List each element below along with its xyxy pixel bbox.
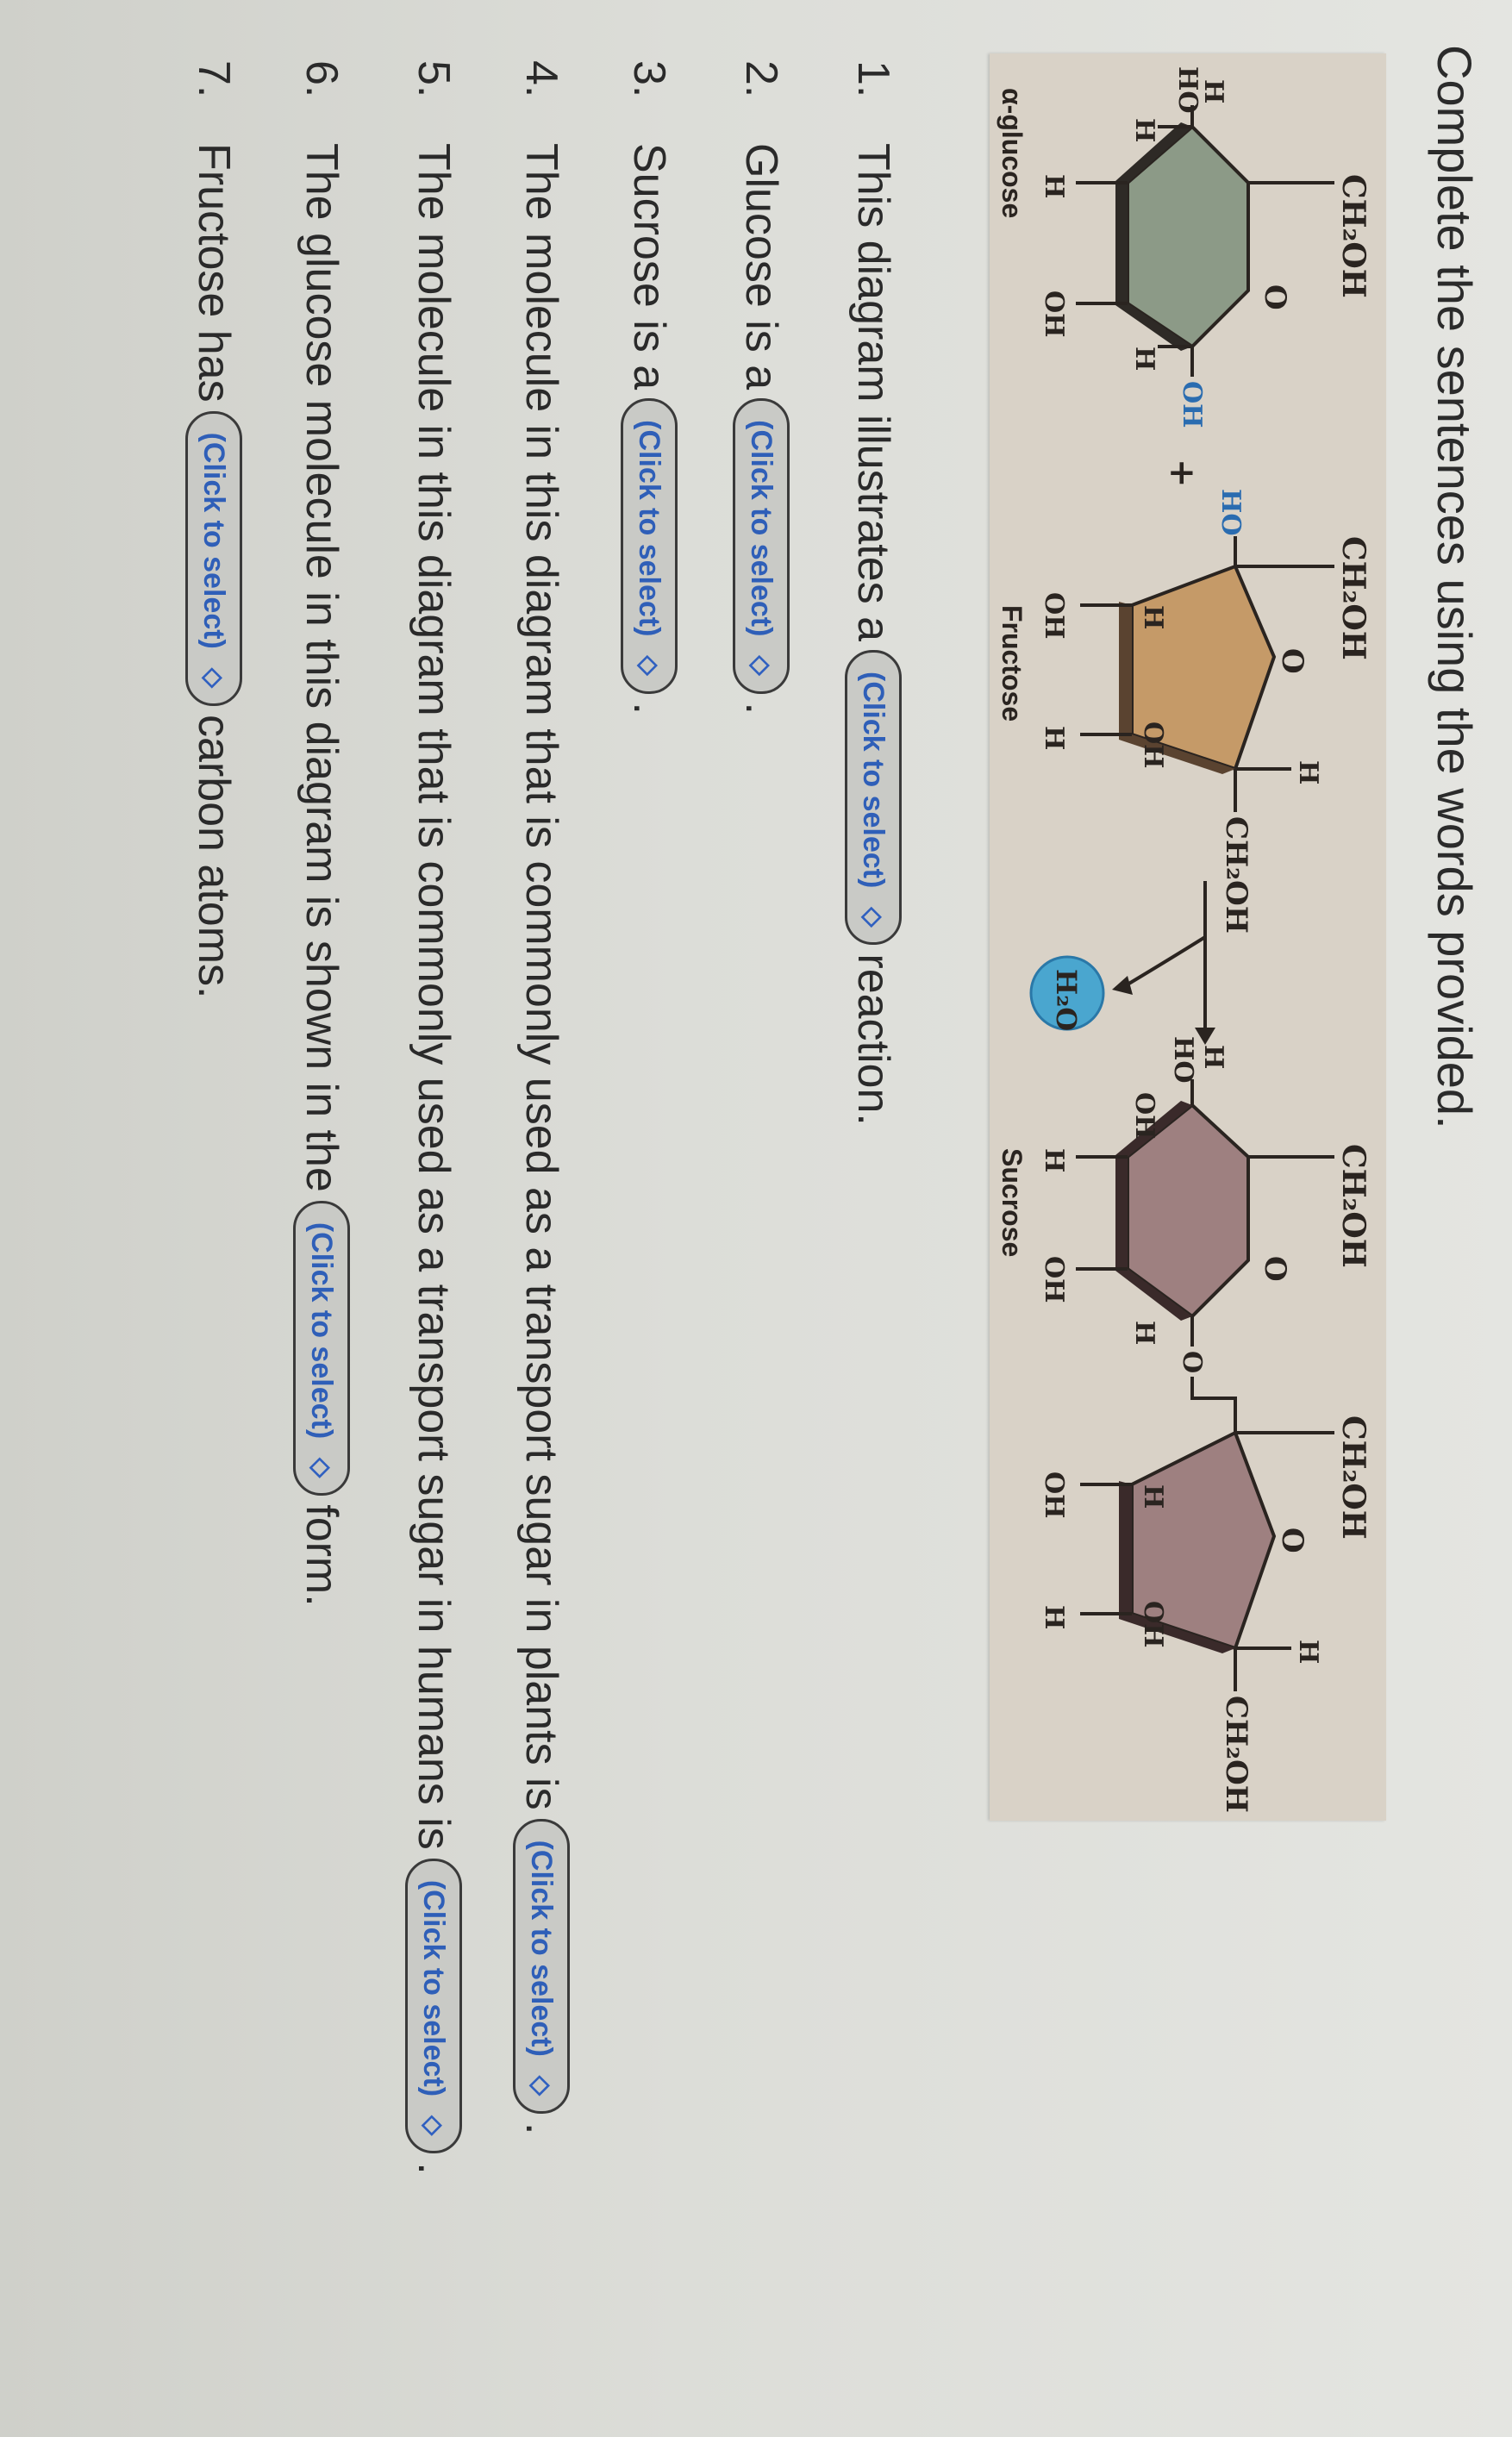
- diagram-svg: CH₂OH O H H HO H OH OH H α-glucose +: [997, 66, 1371, 1813]
- question-text-after: .: [736, 702, 786, 715]
- up-down-chevron-icon: ◇: [307, 1458, 336, 1478]
- select-placeholder: (Click to select): [525, 1840, 559, 2057]
- question-text-after: .: [409, 2162, 459, 2175]
- question-text: The molecule in this diagram that is com…: [409, 143, 459, 1850]
- fructose-oh: OH: [1039, 592, 1069, 639]
- question-text: Fructose has: [189, 143, 239, 403]
- fructose-h: H: [1039, 726, 1069, 750]
- sucrose-h: H: [1138, 1484, 1168, 1509]
- question-text: Glucose is a: [736, 143, 786, 391]
- fructose-ch2oh: CH₂OH: [1335, 536, 1371, 660]
- question-number: 5.: [409, 60, 459, 98]
- question-number: 2.: [736, 60, 786, 98]
- sucrose-fructose-ch2oh: CH₂OH: [1335, 1415, 1371, 1540]
- glucose-molecule: CH₂OH O H H HO H OH OH H α-glucose: [997, 66, 1371, 428]
- up-down-chevron-icon: ◇: [527, 2075, 556, 2096]
- sucrose-h: H: [1129, 1321, 1159, 1345]
- fructose-ring-o: O: [1275, 648, 1309, 674]
- question-text-after: reaction.: [848, 953, 898, 1126]
- fructose-ch2oh-bottom: CH₂OH: [1219, 816, 1253, 934]
- water-molecule: [1029, 955, 1105, 1031]
- plus-sign: +: [1162, 459, 1203, 488]
- question-7: 7. Fructose has (Click to select) ◇ carbo…: [185, 60, 242, 998]
- question-text-after: carbon atoms.: [189, 714, 239, 999]
- question-text-after: .: [516, 2121, 566, 2135]
- sucrose-oh: OH: [1039, 1472, 1069, 1518]
- sucrose-h: H: [1039, 1148, 1069, 1172]
- up-down-chevron-icon: ◇: [634, 655, 664, 676]
- sucrose-molecule: CH₂OH O H OH HO H OH H O CH₂OH O: [997, 1036, 1371, 1813]
- page-title: Complete the sentences using the words p…: [1428, 45, 1482, 1129]
- glucose-h: H: [1129, 347, 1159, 371]
- glucose-h: H: [1129, 118, 1159, 142]
- question-text-after: .: [624, 702, 674, 715]
- sucrose-h: H: [1039, 1605, 1069, 1629]
- glucose-oh-reacting: OH: [1177, 381, 1207, 428]
- answer-select-3[interactable]: (Click to select) ◇: [621, 398, 678, 694]
- sucrose-ch2oh: CH₂OH: [1335, 1144, 1371, 1268]
- answer-select-2[interactable]: (Click to select) ◇: [733, 398, 790, 694]
- glucose-h: H: [1039, 174, 1069, 198]
- water-label: H₂O: [1050, 969, 1083, 1031]
- answer-select-1[interactable]: (Click to select) ◇: [845, 650, 902, 946]
- question-number: 3.: [624, 60, 674, 98]
- reaction-arrow: [1112, 881, 1215, 1045]
- sucrose-oh: OH: [1138, 1601, 1168, 1647]
- up-down-chevron-icon: ◇: [747, 655, 776, 676]
- sucrose-oh: OH: [1129, 1092, 1159, 1139]
- sucrose-ch2oh-bottom: CH₂OH: [1219, 1696, 1253, 1813]
- answer-select-6[interactable]: (Click to select) ◇: [293, 1200, 350, 1497]
- glucose-ho: HO: [1172, 66, 1203, 113]
- fructose-ho-reacting: HO: [1215, 489, 1246, 535]
- question-text: The glucose molecule in this diagram is …: [297, 143, 347, 1192]
- question-4: 4. The molecule in this diagram that is …: [513, 60, 570, 2134]
- glucose-h: H: [1198, 79, 1228, 103]
- answer-select-5[interactable]: (Click to select) ◇: [405, 1858, 462, 2154]
- select-placeholder: (Click to select): [633, 420, 666, 637]
- glucose-ch2oh: CH₂OH: [1335, 174, 1371, 298]
- dehydration-synthesis-diagram: CH₂OH O H H HO H OH OH H α-glucose +: [990, 53, 1386, 1821]
- question-text: Sucrose is a: [624, 143, 674, 391]
- select-placeholder: (Click to select): [197, 432, 231, 649]
- question-2: 2. Glucose is a (Click to select) ◇ .: [733, 60, 790, 715]
- question-6: 6. The glucose molecule in this diagram …: [293, 60, 350, 1607]
- glucose-ring-o: O: [1258, 284, 1292, 310]
- question-number: 6.: [297, 60, 347, 98]
- question-text: The molecule in this diagram that is com…: [516, 143, 566, 1810]
- glucose-oh: OH: [1039, 291, 1069, 337]
- fructose-h: H: [1293, 760, 1323, 784]
- sucrose-ho: HO: [1168, 1036, 1198, 1083]
- answer-select-4[interactable]: (Click to select) ◇: [513, 1818, 570, 2114]
- select-placeholder: (Click to select): [417, 1879, 451, 2097]
- question-5: 5. The molecule in this diagram that is …: [405, 60, 462, 2175]
- sucrose-label: Sucrose: [997, 1148, 1028, 1257]
- sucrose-ring-o: O: [1258, 1256, 1292, 1282]
- fructose-oh: OH: [1138, 722, 1168, 768]
- select-placeholder: (Click to select): [857, 672, 890, 889]
- sucrose-h: H: [1293, 1640, 1323, 1664]
- sucrose-oh: OH: [1039, 1256, 1069, 1303]
- fructose-h: H: [1138, 605, 1168, 629]
- up-down-chevron-icon: ◇: [419, 2115, 448, 2136]
- question-text: This diagram illustrates a: [848, 143, 898, 641]
- up-down-chevron-icon: ◇: [859, 907, 888, 928]
- glucose-label: α-glucose: [997, 88, 1028, 218]
- question-1: 1. This diagram illustrates a (Click to …: [845, 60, 902, 1126]
- fructose-label: Fructose: [997, 605, 1028, 722]
- question-number: 7.: [189, 60, 239, 98]
- select-placeholder: (Click to select): [745, 420, 778, 637]
- glycosidic-bridge-o: O: [1177, 1351, 1207, 1373]
- fructose-molecule: CH₂OH O HO H OH H OH H CH₂OH Fructose: [997, 489, 1371, 934]
- up-down-chevron-icon: ◇: [199, 667, 228, 688]
- select-placeholder: (Click to select): [305, 1222, 339, 1440]
- sucrose-fructose-ring-o: O: [1275, 1528, 1309, 1553]
- sucrose-h: H: [1198, 1045, 1228, 1069]
- fructose-ring-edge: [1119, 602, 1235, 774]
- question-3: 3. Sucrose is a (Click to select) ◇ .: [621, 60, 678, 715]
- question-number: 1.: [848, 60, 898, 98]
- question-number: 4.: [516, 60, 566, 98]
- answer-select-7[interactable]: (Click to select) ◇: [185, 410, 242, 706]
- question-text-after: form.: [297, 1504, 347, 1607]
